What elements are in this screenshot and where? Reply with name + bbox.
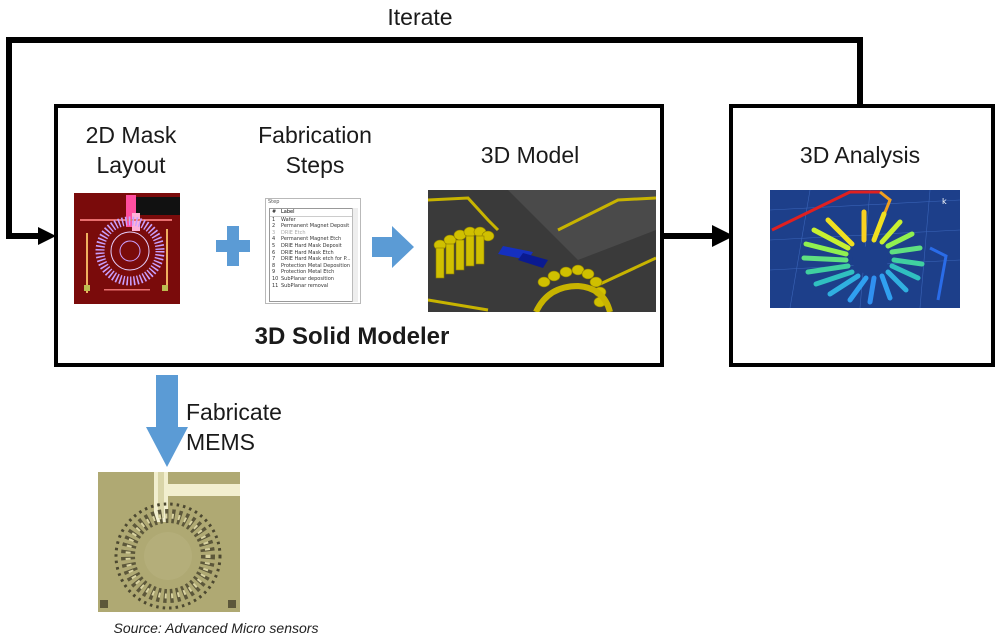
fabricate-label-line2: MEMS bbox=[186, 429, 255, 455]
step-num: 1 bbox=[272, 216, 276, 223]
step-num: 2 bbox=[272, 223, 276, 230]
arrow-down-icon bbox=[146, 375, 188, 467]
step-label: DRIE Hard Mask etch for P... bbox=[281, 256, 351, 263]
model-label: 3D Model bbox=[480, 142, 580, 168]
steps-scrollbar[interactable] bbox=[352, 208, 358, 302]
iterate-label: Iterate bbox=[387, 4, 453, 30]
step-num: 8 bbox=[272, 262, 276, 269]
fabricated-mems-photo bbox=[98, 472, 240, 612]
steps-panel-title: Step bbox=[268, 199, 280, 205]
table-row[interactable]: 5 DRIE Hard Mask Deposit bbox=[270, 243, 354, 250]
mask-label-line1: 2D Mask bbox=[85, 122, 177, 148]
fab-steps-label-line1: Fabrication bbox=[258, 122, 372, 148]
step-label: Permanent Magnet Deposit bbox=[281, 223, 350, 230]
step-label: DRIE Hard Mask Deposit bbox=[281, 242, 342, 249]
3d-model-image bbox=[428, 190, 656, 312]
analysis-arrowhead bbox=[712, 225, 734, 247]
mask-layout-image bbox=[74, 193, 180, 304]
step-num: 4 bbox=[272, 236, 276, 243]
iterate-loop-line bbox=[6, 37, 863, 239]
solid-modeler-label: 3D Solid Modeler bbox=[254, 323, 450, 350]
step-label: SubPlanar removal bbox=[281, 282, 329, 289]
arrow-right-icon bbox=[372, 226, 414, 268]
source-caption: Source: Advanced Micro sensors bbox=[113, 620, 319, 636]
fabrication-steps-panel: Step # Label 1 Wafer 2 Permanent Magnet De… bbox=[265, 198, 361, 304]
step-label: SubPlanar deposition bbox=[281, 275, 334, 282]
steps-header-num: # bbox=[272, 209, 277, 215]
steps-table: # Label 1 Wafer 2 Permanent Magnet Deposit… bbox=[269, 208, 355, 302]
table-row[interactable]: 9 Protection Metal Etch bbox=[270, 269, 354, 276]
step-label: Protection Metal Etch bbox=[281, 269, 335, 276]
mask-label: 2D Mask Layout bbox=[66, 120, 196, 180]
step-label: DRIE Etch bbox=[281, 229, 306, 236]
plus-icon bbox=[216, 226, 250, 266]
fab-steps-label: Fabrication Steps bbox=[240, 120, 390, 180]
step-num: 9 bbox=[272, 269, 276, 276]
table-row[interactable]: 7 DRIE Hard Mask etch for P... bbox=[270, 256, 354, 263]
table-row[interactable]: 1 Wafer bbox=[270, 217, 354, 224]
table-row[interactable]: 8 Protection Metal Deposition bbox=[270, 263, 354, 270]
step-num: 10 bbox=[272, 275, 279, 282]
step-num: 6 bbox=[272, 249, 276, 256]
step-label: Wafer bbox=[281, 216, 296, 223]
table-row[interactable]: 4 Permanent Magnet Etch bbox=[270, 236, 354, 243]
fab-steps-label-line2: Steps bbox=[285, 152, 345, 178]
mask-label-line2: Layout bbox=[96, 152, 166, 178]
step-label: DRIE Hard Mask Etch bbox=[281, 249, 334, 256]
table-row[interactable]: 3 DRIE Etch bbox=[270, 230, 354, 237]
step-num: 3 bbox=[272, 229, 276, 236]
analysis-label: 3D Analysis bbox=[799, 142, 921, 168]
3d-analysis-image: k bbox=[770, 190, 960, 308]
step-label: Permanent Magnet Etch bbox=[281, 236, 342, 243]
step-num: 11 bbox=[272, 282, 279, 289]
fabricate-label: Fabricate MEMS bbox=[186, 397, 306, 457]
step-num: 5 bbox=[272, 242, 276, 249]
steps-header-label: Label bbox=[281, 209, 295, 215]
svg-text:k: k bbox=[942, 197, 947, 206]
iterate-arrowhead bbox=[38, 227, 56, 245]
fabricate-label-line1: Fabricate bbox=[186, 399, 282, 425]
steps-table-header: # Label bbox=[270, 209, 354, 217]
step-label: Protection Metal Deposition bbox=[281, 262, 351, 269]
table-row[interactable]: 6 DRIE Hard Mask Etch bbox=[270, 250, 354, 257]
step-num: 7 bbox=[272, 256, 276, 263]
table-row[interactable]: 2 Permanent Magnet Deposit bbox=[270, 223, 354, 230]
